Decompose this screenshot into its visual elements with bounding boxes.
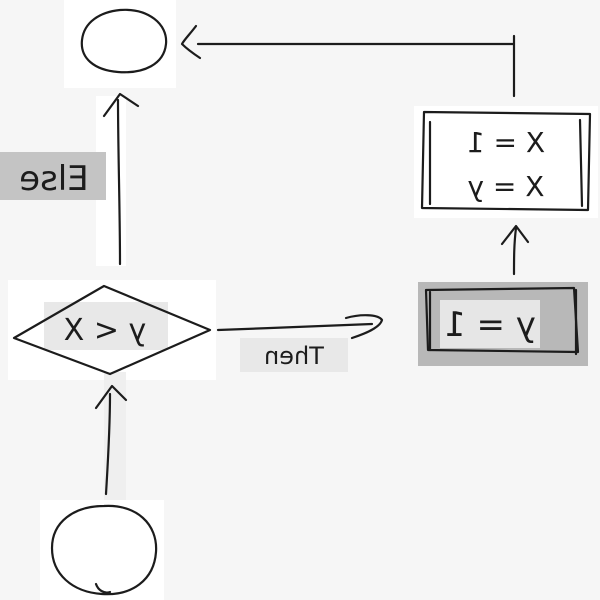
swap-label-line-2: X = y — [467, 170, 544, 203]
swap-node-box — [420, 110, 592, 212]
swap-to-end-arrow — [196, 34, 516, 98]
then-label: Then — [264, 342, 325, 370]
else-arrowhead — [102, 92, 140, 118]
assign-to-swap-arrow — [512, 226, 518, 276]
else-label: Else — [19, 159, 89, 199]
swap-node-box-inner — [428, 118, 584, 208]
assign-label-highlight — [440, 300, 540, 348]
swap-box-backdrop — [414, 106, 598, 218]
assign-to-swap-arrowhead — [500, 224, 530, 246]
then-arrowhead — [344, 314, 384, 340]
end-node-circle — [80, 8, 168, 74]
swap-to-end-arrowhead — [180, 24, 202, 60]
start-to-decision-arrowhead — [94, 384, 128, 410]
decision-node-diamond — [12, 284, 212, 376]
else-label-highlight — [0, 152, 106, 200]
assign-node-box-inner — [428, 288, 578, 356]
decision-label-highlight — [44, 302, 168, 350]
start-node-circle — [50, 504, 158, 596]
assign-label: y = 1 — [444, 305, 536, 345]
start-circle-backdrop — [40, 500, 164, 600]
start-to-decision-arrow — [104, 392, 112, 496]
swap-label-line-1: X = 1 — [467, 126, 545, 159]
then-arrow — [216, 322, 374, 332]
then-label-highlight — [240, 338, 348, 372]
decision-label: y < X — [64, 313, 147, 348]
else-arrow — [116, 98, 122, 266]
assign-node-box — [424, 286, 580, 354]
